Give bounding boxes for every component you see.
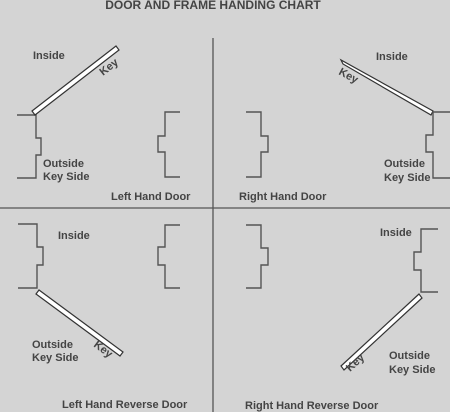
outside-label: Outside bbox=[389, 350, 430, 362]
inside-label: Inside bbox=[33, 50, 65, 62]
inside-label: Inside bbox=[376, 51, 408, 63]
key-label: Key bbox=[344, 351, 368, 374]
key-label: Key bbox=[91, 339, 115, 361]
quadrant-title-right-hand-reverse-door: Right Hand Reverse Door bbox=[245, 400, 379, 412]
key-side-label: Key Side bbox=[43, 171, 89, 183]
door-leaf bbox=[31, 45, 120, 116]
door-leaf bbox=[339, 58, 434, 116]
door-frame-left bbox=[17, 114, 42, 179]
key-side-label: Key Side bbox=[389, 364, 435, 376]
outside-label: Outside bbox=[384, 158, 425, 170]
quadrant-left-hand-door: Inside Key Outside Key Side Left Hand Do… bbox=[17, 45, 191, 203]
door-frame-right bbox=[425, 111, 450, 179]
door-frame-left bbox=[246, 224, 269, 289]
outside-label: Outside bbox=[43, 158, 84, 170]
quadrant-right-hand-door: Inside Key Outside Key Side Right Hand D… bbox=[239, 51, 450, 203]
outside-label: Outside bbox=[32, 339, 73, 351]
door-frame-right bbox=[157, 224, 180, 289]
chart-title: DOOR AND FRAME HANDING CHART bbox=[105, 0, 321, 12]
inside-label: Inside bbox=[58, 230, 90, 242]
quadrant-title-left-hand-door: Left Hand Door bbox=[111, 191, 191, 203]
quadrant-title-right-hand-door: Right Hand Door bbox=[239, 191, 327, 203]
door-frame-left bbox=[246, 111, 269, 178]
quadrant-right-hand-reverse-door: Inside Key Outside Key Side Right Hand R… bbox=[245, 224, 438, 412]
key-side-label: Key Side bbox=[32, 352, 78, 364]
door-frame-right bbox=[413, 228, 438, 293]
quadrant-left-hand-reverse-door: Inside Key Outside Key Side Left Hand Re… bbox=[18, 223, 188, 411]
door-frame-right bbox=[157, 111, 180, 178]
door-frame-left bbox=[18, 223, 44, 289]
door-leaf bbox=[35, 289, 124, 357]
key-side-label: Key Side bbox=[384, 172, 430, 184]
door-leaf bbox=[340, 293, 423, 371]
inside-label: Inside bbox=[380, 227, 412, 239]
quadrant-title-left-hand-reverse-door: Left Hand Reverse Door bbox=[62, 399, 188, 411]
